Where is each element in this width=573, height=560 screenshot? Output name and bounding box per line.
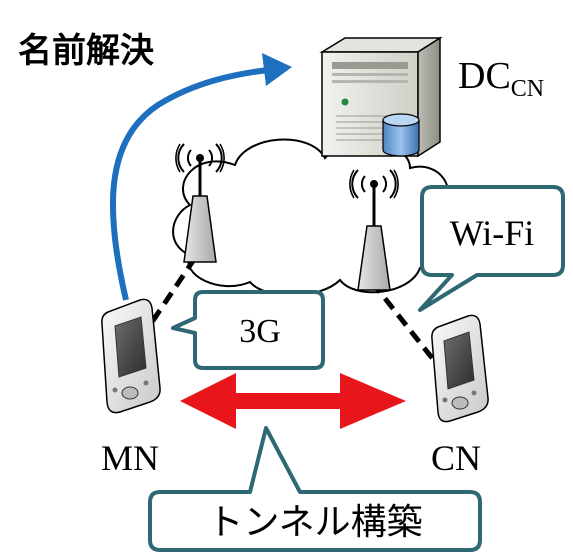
dc-label-main: DC bbox=[458, 55, 511, 97]
wifi-callout bbox=[418, 185, 565, 312]
mobile-device-icon-cn bbox=[431, 314, 489, 423]
tunnel-arrow bbox=[180, 373, 406, 429]
cloud-icon bbox=[172, 138, 454, 297]
3g-callout bbox=[171, 290, 325, 370]
tunnel-callout bbox=[148, 426, 482, 552]
dc-label-subscript: CN bbox=[511, 76, 544, 102]
database-icon bbox=[382, 113, 420, 157]
name-resolution-label: 名前解決 bbox=[18, 31, 154, 71]
mobile-device-icon-mn bbox=[101, 298, 161, 414]
access-point-icon-right bbox=[349, 169, 399, 291]
link-lines bbox=[147, 256, 442, 370]
tunnel-label: トンネル構築 bbox=[207, 502, 422, 543]
name-resolution-arrow bbox=[109, 53, 292, 301]
server-icon bbox=[319, 36, 443, 158]
access-point-icon-left bbox=[175, 143, 225, 263]
wifi-label: Wi-Fi bbox=[450, 213, 535, 253]
mn-label: MN bbox=[101, 438, 159, 478]
dc-label: DCCN bbox=[458, 55, 544, 102]
cn-label: CN bbox=[431, 438, 481, 478]
3g-label: 3G bbox=[239, 313, 281, 350]
